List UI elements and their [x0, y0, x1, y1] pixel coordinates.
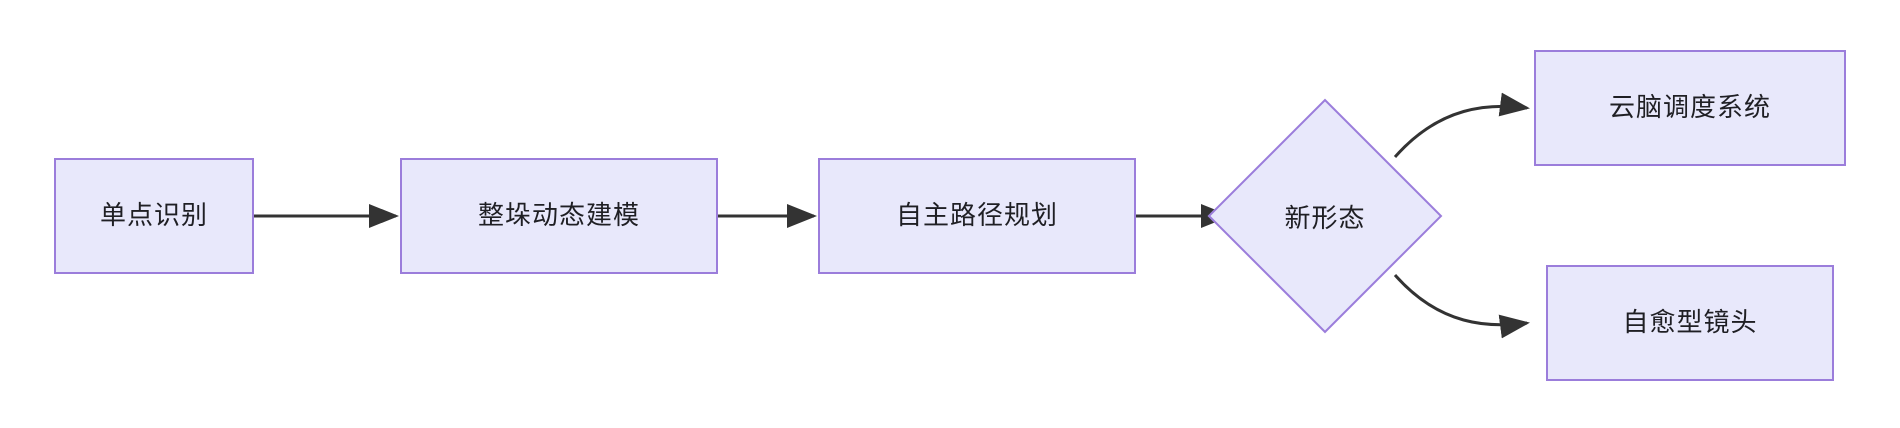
node-zhengduodongtaijianmo[interactable]: 整垛动态建模	[400, 158, 718, 274]
node-label: 单点识别	[99, 200, 208, 231]
node-label: 整垛动态建模	[477, 200, 640, 231]
node-zizhuluxingguihua[interactable]: 自主路径规划	[818, 158, 1136, 274]
node-xinxingtai[interactable]: 新形态	[1207, 98, 1443, 334]
node-ziyuxingjingtou[interactable]: 自愈型镜头	[1546, 265, 1834, 381]
node-label: 自愈型镜头	[1622, 307, 1758, 338]
edge-n4-n5	[1393, 92, 1530, 158]
node-dandianshibie[interactable]: 单点识别	[54, 158, 254, 274]
node-label: 云脑调度系统	[1608, 92, 1771, 123]
node-label: 新形态	[1284, 202, 1366, 233]
node-yunnaodiaodu[interactable]: 云脑调度系统	[1534, 50, 1846, 166]
edge-n4-n6	[1393, 274, 1530, 339]
node-label: 自主路径规划	[895, 200, 1058, 231]
